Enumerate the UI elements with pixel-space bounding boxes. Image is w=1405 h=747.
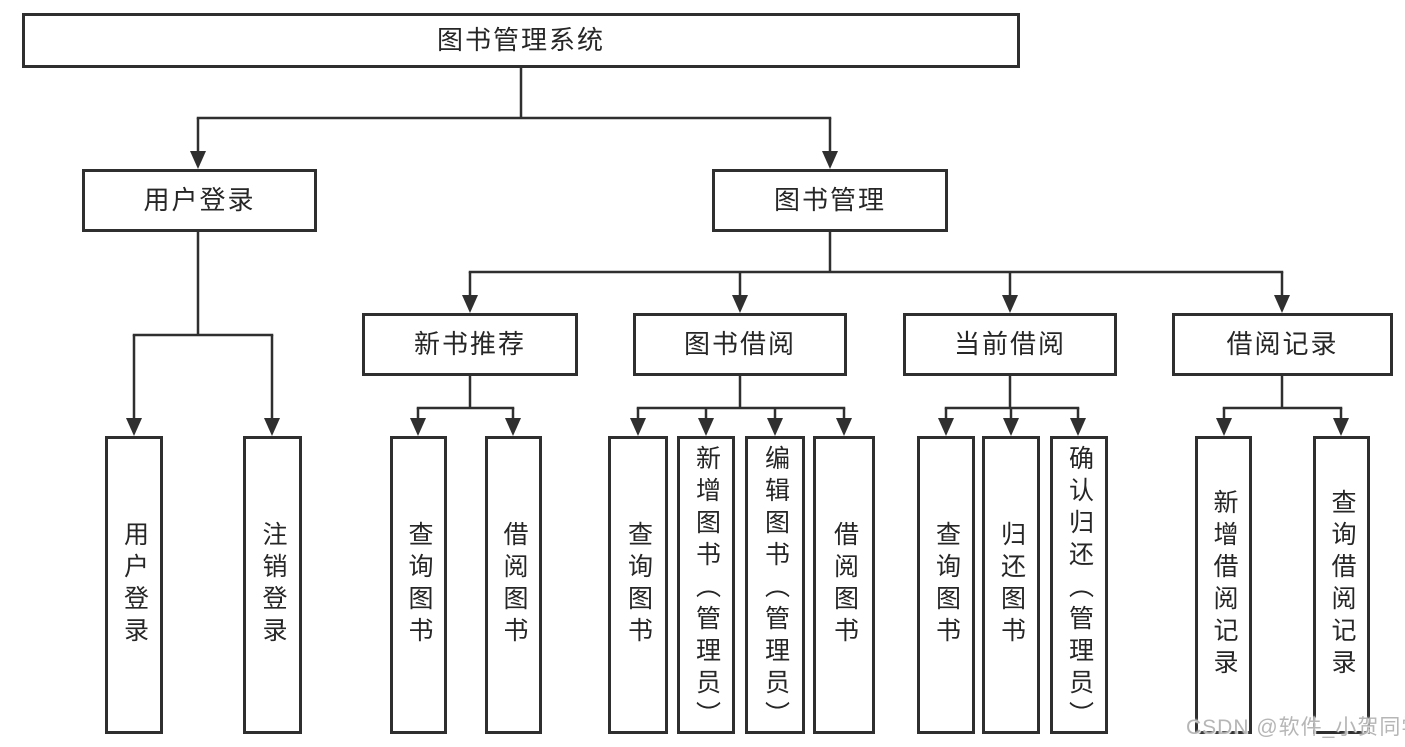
node-book-management: 图书管理: [712, 169, 948, 232]
node-query-books-borrow: 查询图书: [608, 436, 668, 734]
arrow-down-icon: [1216, 418, 1232, 436]
arrow-down-icon: [462, 295, 478, 313]
node-confirm-return-admin: 确认归还（管理员）: [1050, 436, 1108, 734]
node-borrow-books-leaf: 借阅图书: [813, 436, 875, 734]
arrow-down-icon: [630, 418, 646, 436]
node-current-borrow: 当前借阅: [903, 313, 1117, 376]
arrow-down-icon: [698, 418, 714, 436]
arrow-down-icon: [732, 295, 748, 313]
node-edit-books-admin: 编辑图书（管理员）: [745, 436, 805, 734]
node-borrow-books-recommend: 借阅图书: [485, 436, 542, 734]
node-add-borrow-record: 新增借阅记录: [1195, 436, 1252, 734]
node-user-login-leaf: 用户登录: [105, 436, 163, 734]
node-new-book-recommend: 新书推荐: [362, 313, 578, 376]
arrow-down-icon: [190, 151, 206, 169]
arrow-down-icon: [767, 418, 783, 436]
node-query-books-current: 查询图书: [917, 436, 975, 734]
node-return-books: 归还图书: [982, 436, 1040, 734]
node-borrow-records: 借阅记录: [1172, 313, 1393, 376]
arrow-down-icon: [410, 418, 426, 436]
arrow-down-icon: [1274, 295, 1290, 313]
node-library-system: 图书管理系统: [22, 13, 1020, 68]
arrow-down-icon: [1003, 418, 1019, 436]
arrow-down-icon: [1070, 418, 1086, 436]
arrow-down-icon: [1333, 418, 1349, 436]
node-query-borrow-record: 查询借阅记录: [1313, 436, 1370, 734]
arrow-down-icon: [836, 418, 852, 436]
arrow-down-icon: [264, 418, 280, 436]
arrow-down-icon: [1002, 295, 1018, 313]
arrow-down-icon: [822, 151, 838, 169]
watermark: CSDN @软件_小贺同学: [1186, 716, 1405, 739]
node-book-borrow: 图书借阅: [633, 313, 847, 376]
arrow-down-icon: [938, 418, 954, 436]
node-logout-leaf: 注销登录: [243, 436, 302, 734]
node-add-books-admin: 新增图书（管理员）: [677, 436, 735, 734]
arrow-down-icon: [505, 418, 521, 436]
node-user-login: 用户登录: [82, 169, 317, 232]
node-query-books-recommend: 查询图书: [390, 436, 447, 734]
arrow-down-icon: [126, 418, 142, 436]
arrowhead-icons: [126, 151, 1349, 436]
